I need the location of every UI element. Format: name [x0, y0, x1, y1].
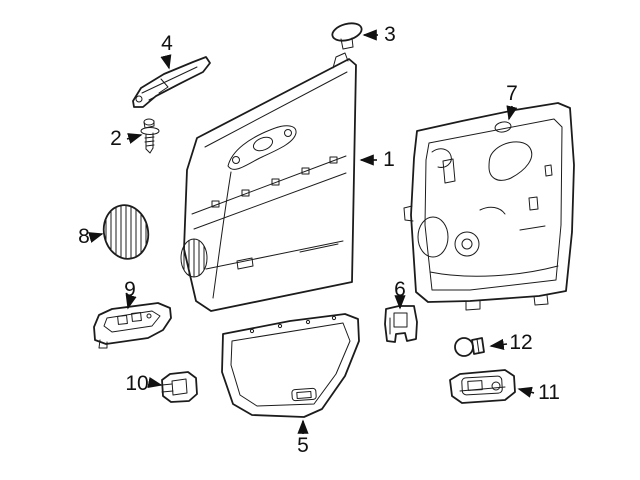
part-switch-bezel: [93, 302, 172, 349]
callout-2-arrow: [126, 133, 143, 144]
callout-9-arrow: [125, 294, 137, 310]
callout-12[interactable]: 12: [489, 331, 533, 354]
callout-3[interactable]: 3: [362, 23, 396, 46]
callout-4-label[interactable]: 4: [161, 32, 173, 55]
part-bracket: [384, 305, 418, 343]
callout-11[interactable]: 11: [517, 381, 560, 404]
callout-7-label[interactable]: 7: [506, 82, 518, 105]
callout-7-arrow: [506, 105, 518, 121]
callout-6-label[interactable]: 6: [394, 278, 406, 301]
part-retainer-clip: [161, 371, 198, 403]
part-bulb-socket: [454, 337, 485, 357]
callout-4-arrow: [160, 54, 172, 70]
callout-9-label[interactable]: 9: [124, 278, 136, 301]
callout-5[interactable]: 5: [297, 419, 309, 457]
part-screw: [140, 118, 160, 154]
callout-10-arrow: [147, 376, 163, 388]
callout-11-label[interactable]: 11: [538, 381, 560, 404]
callout-7[interactable]: 7: [506, 82, 518, 121]
callout-3-label[interactable]: 3: [384, 23, 396, 46]
callout-2[interactable]: 2: [110, 127, 143, 150]
callout-5-label[interactable]: 5: [297, 434, 309, 457]
part-lower-pocket-trim: [221, 313, 360, 418]
part-courtesy-lamp: [449, 369, 516, 404]
callout-11-arrow: [517, 386, 535, 398]
callout-8-label[interactable]: 8: [78, 225, 90, 248]
callout-6[interactable]: 6: [394, 278, 406, 310]
callout-8-arrow: [88, 232, 104, 243]
part-inner-liner-panel: [403, 102, 575, 311]
callout-8[interactable]: 8: [78, 225, 104, 248]
callout-1[interactable]: 1: [359, 148, 395, 171]
part-pull-handle-bracket: [132, 56, 211, 108]
callout-10[interactable]: 10: [125, 372, 163, 395]
callout-4[interactable]: 4: [160, 32, 173, 70]
callout-9[interactable]: 9: [124, 278, 137, 310]
part-cap: [331, 22, 363, 50]
callout-2-label[interactable]: 2: [110, 127, 122, 150]
part-speaker-grille: [102, 203, 150, 262]
part-door-trim-panel: [180, 52, 357, 312]
callout-12-label[interactable]: 12: [509, 331, 532, 354]
callout-10-label[interactable]: 10: [125, 372, 148, 395]
callout-12-arrow: [489, 338, 508, 350]
callout-1-label[interactable]: 1: [383, 148, 395, 171]
